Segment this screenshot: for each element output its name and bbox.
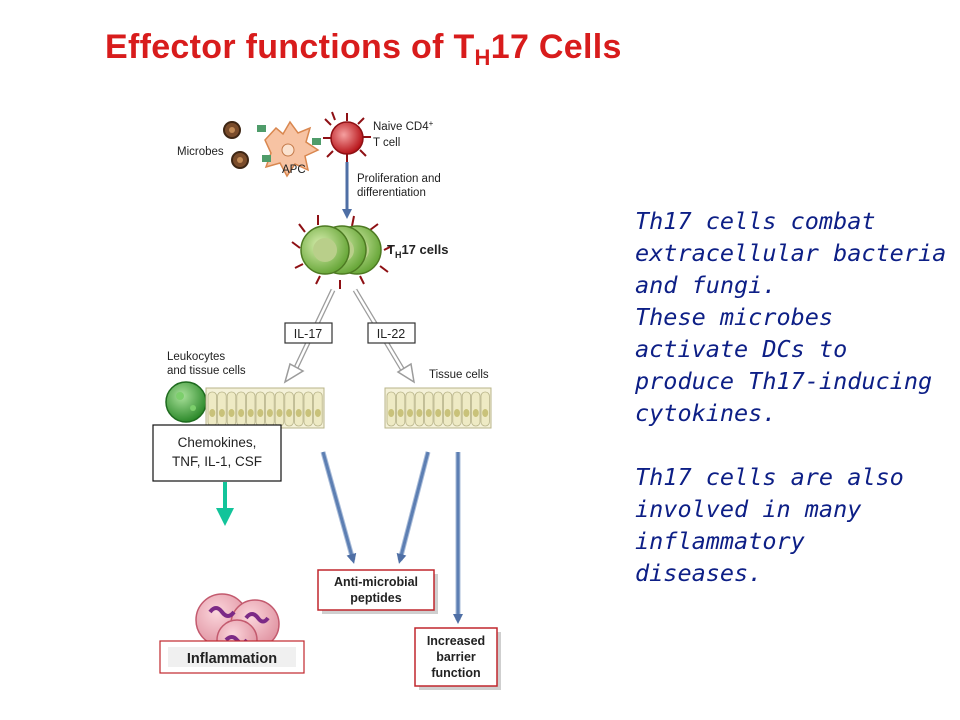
microbes-label: Microbes [177,146,224,158]
cell-nucleus [266,409,273,417]
description-line: diseases. [635,559,763,587]
naive-t-cell-label-2: T cell [373,137,400,149]
proliferation-label-2: differentiation [357,187,426,199]
description-line: activate DCs to [635,335,848,363]
epithelial-cell [471,391,481,427]
description-line: produce Th17-inducing [635,367,933,395]
cell-nucleus [435,409,442,417]
cell-nucleus [472,409,479,417]
leukocyte [165,381,207,423]
amp-box [317,569,435,611]
barrier-box [414,627,498,687]
chemokines-box [152,424,282,482]
leukocytes-label-2: and tissue cells [167,365,246,377]
cell-nucleus [388,409,395,417]
cell-nucleus [463,409,470,417]
tissue-cells-label: Tissue cells [429,369,489,381]
description-line: and fungi. [635,271,777,299]
amp-label-2: peptides [350,591,401,605]
cell-nucleus [238,409,245,417]
cell-nucleus [276,409,283,417]
cell-nucleus [228,409,235,417]
il17-label: IL-17 [294,327,323,341]
cell-nucleus [257,409,264,417]
cell-nucleus [286,409,293,417]
cell-nucleus [247,409,254,417]
description-line: inflammatory [635,527,805,555]
barrier-label: Increased [427,634,485,648]
apc-label: APC [282,164,306,176]
description-line: Th17 cells combat [635,207,876,235]
blue-arrows [320,451,463,624]
chemokines-label: Chemokines, [178,435,257,450]
amp-label: Anti-microbial [334,575,418,589]
barrier-label-3: function [431,666,480,680]
th17-cells-label: TH17 cells [387,242,448,260]
inflammation-label: Inflammation [187,651,277,667]
leukocytes-label: Leukocytes [167,351,225,363]
naive-t-cell [323,111,371,162]
cell-nucleus [454,409,460,417]
il17-box [284,322,333,344]
chemokines-label-2: TNF, IL-1, CSF [172,454,262,469]
naive-t-cell-label: Naive CD4+ [373,119,434,133]
tissue-right [384,387,492,429]
teal-arrow [216,482,234,526]
epithelial-cell [424,391,434,427]
inflammation-label-bg [168,647,296,667]
tissue-left [205,387,325,429]
cell-nucleus [482,409,489,417]
microbe-cluster [223,121,249,169]
cell-nucleus [209,409,216,417]
description-line: involved in many [635,495,862,523]
description-line: cytokines. [635,399,777,427]
il22-box [367,322,416,344]
th17-diagram: Microbes APC Naive CD4+ T cell Prolifera… [152,111,501,690]
barrier-label-2: barrier [436,650,476,664]
cell-nucleus [407,409,413,417]
cell-nucleus [425,409,432,417]
apc-cell [257,120,321,178]
proliferation-label: Proliferation and [357,173,441,185]
page-title: Effector functions of TH17 Cells [105,28,622,70]
epithelial-cell [284,391,294,427]
il22-label: IL-22 [377,327,406,341]
cell-nucleus [444,409,451,417]
description-text: Th17 cells combat extracellular bacteria… [635,205,955,589]
cell-nucleus [314,409,321,417]
description-line: Th17 cells are also [635,463,904,491]
th17-cells [291,215,393,289]
cell-nucleus [397,409,404,417]
epithelial-cell [461,391,472,427]
cell-nucleus [295,409,302,417]
epithelial-cell [414,391,425,427]
cell-nucleus [416,409,423,417]
cell-nucleus [218,409,225,417]
epithelial-cell [293,391,304,427]
cell-nucleus [305,409,312,417]
description-line: These microbes [635,303,834,331]
description-line: extracellular bacteria [635,239,947,267]
